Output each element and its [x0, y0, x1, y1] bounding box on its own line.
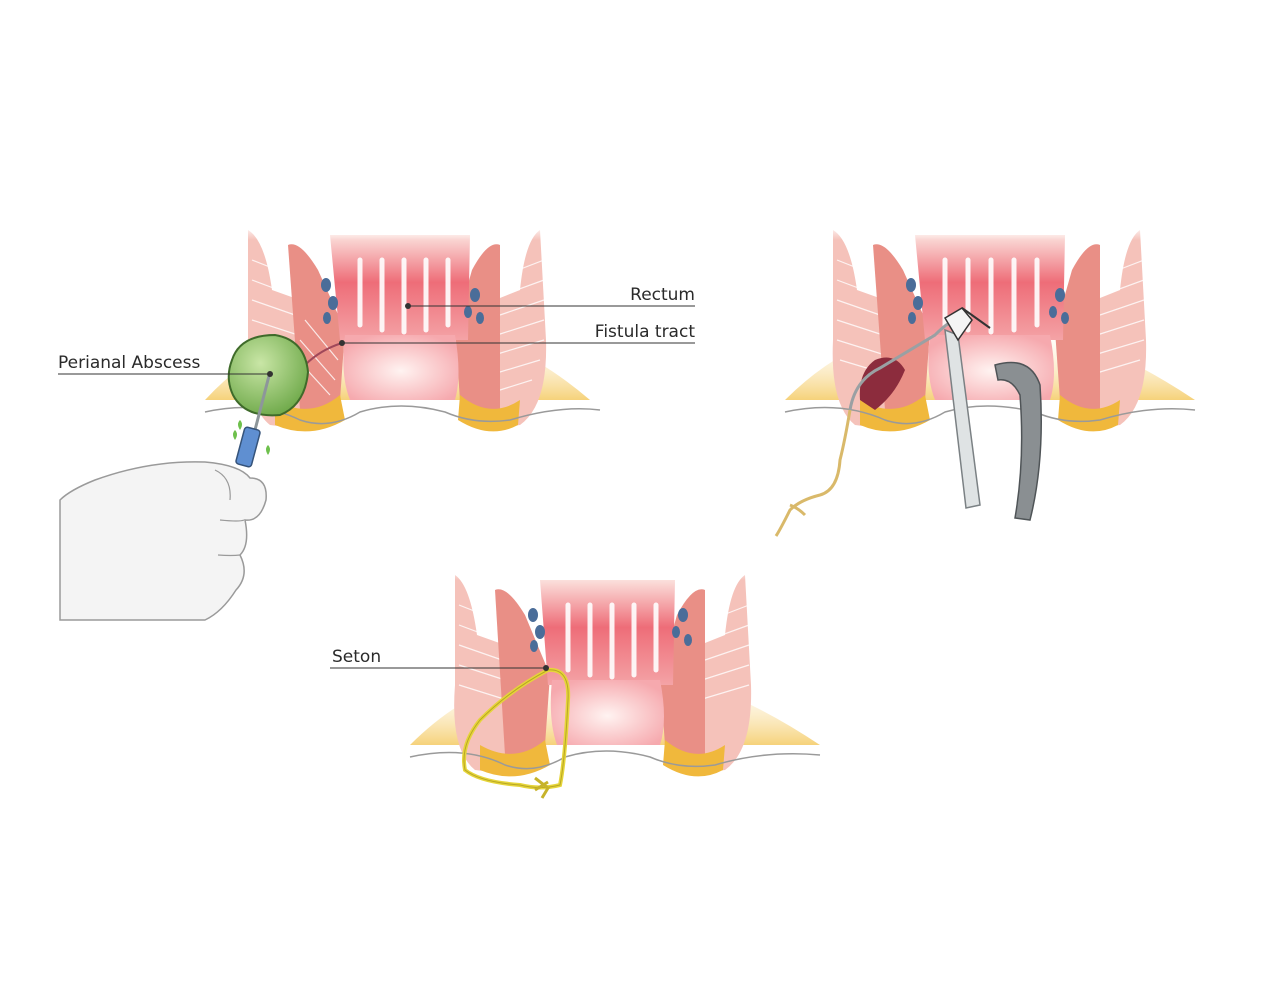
anatomy-panel-abscess: Rectum Fistula tract Perianal Abscess — [58, 225, 695, 621]
drainage-needle — [233, 371, 272, 468]
seton-label: Seton — [332, 647, 381, 667]
fistula-tract-callout: Fistula tract — [339, 322, 695, 346]
skin-surface — [409, 750, 821, 770]
seton-callout: Seton — [330, 647, 549, 671]
forceps-tip — [943, 307, 991, 342]
fistula-tract-label: Fistula tract — [595, 322, 696, 342]
fistula-tract — [304, 342, 343, 366]
rectum-callout: Rectum — [405, 285, 695, 309]
suture-thread — [774, 409, 852, 537]
anal-canal — [343, 335, 459, 400]
skin-surface — [204, 405, 601, 425]
left-sphincter-muscle — [454, 575, 550, 777]
seton-knot — [534, 776, 550, 799]
retractor-instrument — [994, 361, 1042, 521]
anatomy-panel-seton: Seton — [330, 565, 821, 799]
skin-surface — [784, 405, 1196, 425]
hand — [59, 461, 267, 621]
anatomy-panel-fistulotomy — [774, 225, 1196, 537]
fistula-tract-dark — [859, 357, 905, 410]
perianal-abscess-label: Perianal Abscess — [58, 353, 200, 373]
perianal-abscess-callout: Perianal Abscess — [58, 353, 273, 377]
rectum-label: Rectum — [630, 285, 695, 305]
anal-canal — [550, 680, 664, 745]
